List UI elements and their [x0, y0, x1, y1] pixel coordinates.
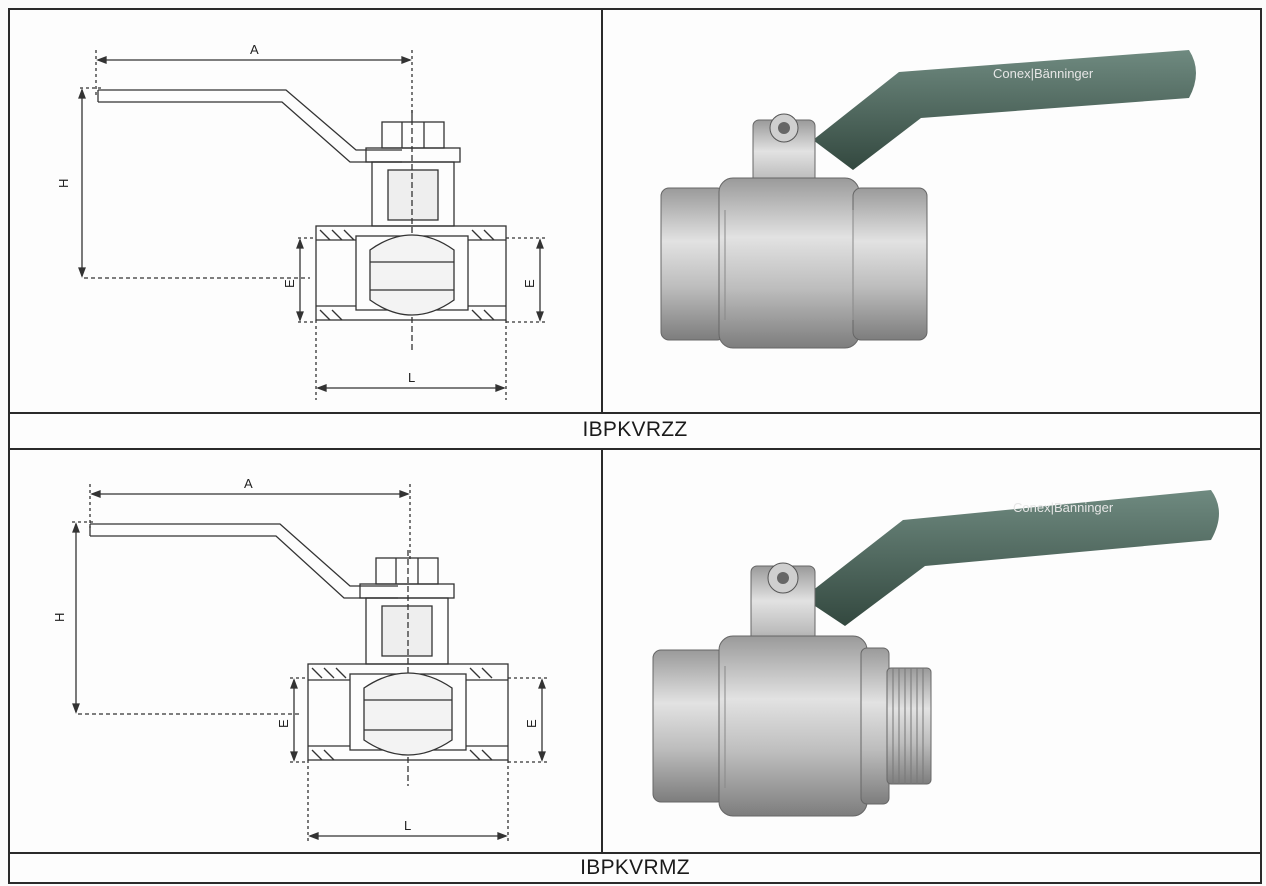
dimension-label-l: L	[408, 370, 415, 385]
dimension-label-e-left: E	[282, 279, 297, 288]
lever-handle	[813, 50, 1196, 170]
dimension-label-e-left: E	[276, 719, 291, 728]
dimension-label-a: A	[250, 42, 259, 57]
dimension-label-h: H	[56, 179, 71, 188]
column-divider-bottom	[601, 448, 603, 852]
spec-sheet: A H E E L Conex|Bänn	[8, 8, 1262, 884]
product-code-caption-1: IBPKVRZZ	[582, 418, 688, 441]
dimension-label-a: A	[244, 476, 253, 491]
photo-panel-1: Conex|Bänninger	[603, 10, 1262, 412]
handle-brand-text: Conex|Bänninger	[1013, 500, 1114, 515]
valve-photo-1: Conex|Bänninger	[660, 50, 1196, 349]
product-code-caption-2: IBPKVRMZ	[580, 856, 690, 879]
row-divider-3	[10, 852, 1260, 854]
drawing-panel-1: A H E E L	[10, 10, 601, 412]
dimension-label-e-right: E	[524, 719, 539, 728]
column-divider-top	[601, 10, 603, 414]
handle-brand-text: Conex|Bänninger	[993, 66, 1094, 81]
valve-section-drawing-1: A H E E L	[56, 42, 546, 400]
valve-photo-2: Conex|Bänninger	[652, 490, 1219, 817]
lever-handle	[803, 490, 1219, 626]
row-divider-1	[10, 412, 1260, 414]
dimension-label-e-right: E	[522, 279, 537, 288]
drawing-panel-2: A H E E L	[10, 450, 601, 852]
dimension-label-h: H	[52, 613, 67, 622]
photo-panel-2: Conex|Bänninger	[603, 450, 1262, 852]
dimension-label-l: L	[404, 818, 411, 833]
valve-section-drawing-2: A H E E L	[52, 476, 548, 842]
row-divider-2	[10, 448, 1260, 450]
